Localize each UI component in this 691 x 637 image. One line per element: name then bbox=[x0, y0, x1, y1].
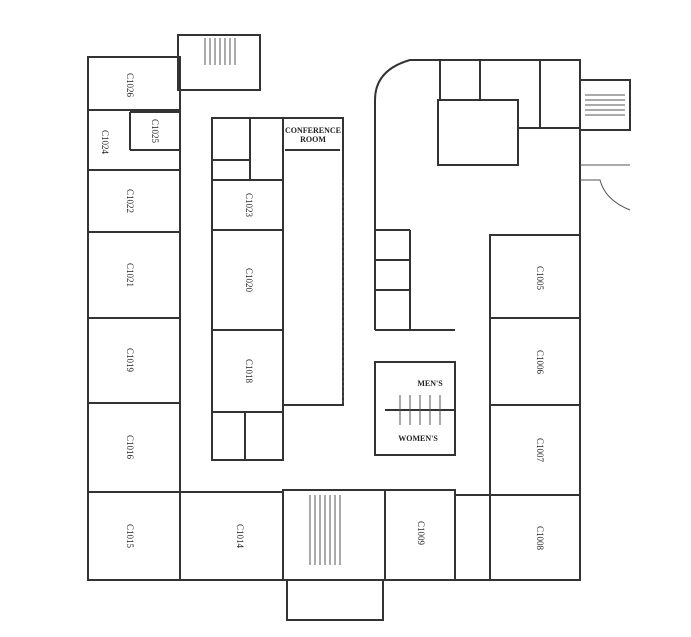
mens-restroom-label: MEN'S bbox=[417, 379, 443, 388]
room-c1019: C1019 bbox=[125, 348, 135, 373]
east-stairwell bbox=[579, 79, 631, 131]
top-stairwell bbox=[177, 34, 261, 91]
room-c1021: C1021 bbox=[125, 263, 135, 287]
conference-room-label-line2: ROOM bbox=[300, 135, 326, 144]
room-c1022: C1022 bbox=[125, 189, 135, 213]
room-c1024: C1024 bbox=[100, 130, 110, 155]
room-c1009: C1009 bbox=[416, 521, 426, 546]
room-c1023: C1023 bbox=[244, 193, 254, 218]
room-c1014: C1014 bbox=[235, 524, 245, 549]
room-labels: C1026 C1025 C1024 C1022 C1021 C1019 C101… bbox=[100, 73, 545, 551]
room-c1008: C1008 bbox=[535, 526, 545, 551]
room-c1016: C1016 bbox=[125, 435, 135, 460]
north-east-wing bbox=[374, 59, 581, 330]
room-c1018: C1018 bbox=[244, 359, 254, 384]
restroom-block bbox=[374, 361, 456, 456]
room-c1025: C1025 bbox=[150, 119, 160, 144]
room-c1026: C1026 bbox=[125, 73, 135, 98]
right-wing-outline bbox=[489, 234, 581, 581]
room-c1007: C1007 bbox=[535, 438, 545, 463]
conference-room-outline bbox=[282, 117, 344, 406]
womens-restroom-label: WOMEN'S bbox=[398, 434, 438, 443]
room-c1020: C1020 bbox=[244, 268, 254, 293]
conference-room-label-line1: CONFERENCE bbox=[285, 126, 341, 135]
bottom-stairwell bbox=[282, 489, 386, 581]
room-c1005: C1005 bbox=[535, 266, 545, 291]
walls bbox=[87, 34, 631, 621]
room-c1006: C1006 bbox=[535, 350, 545, 375]
room-c1015: C1015 bbox=[125, 524, 135, 549]
